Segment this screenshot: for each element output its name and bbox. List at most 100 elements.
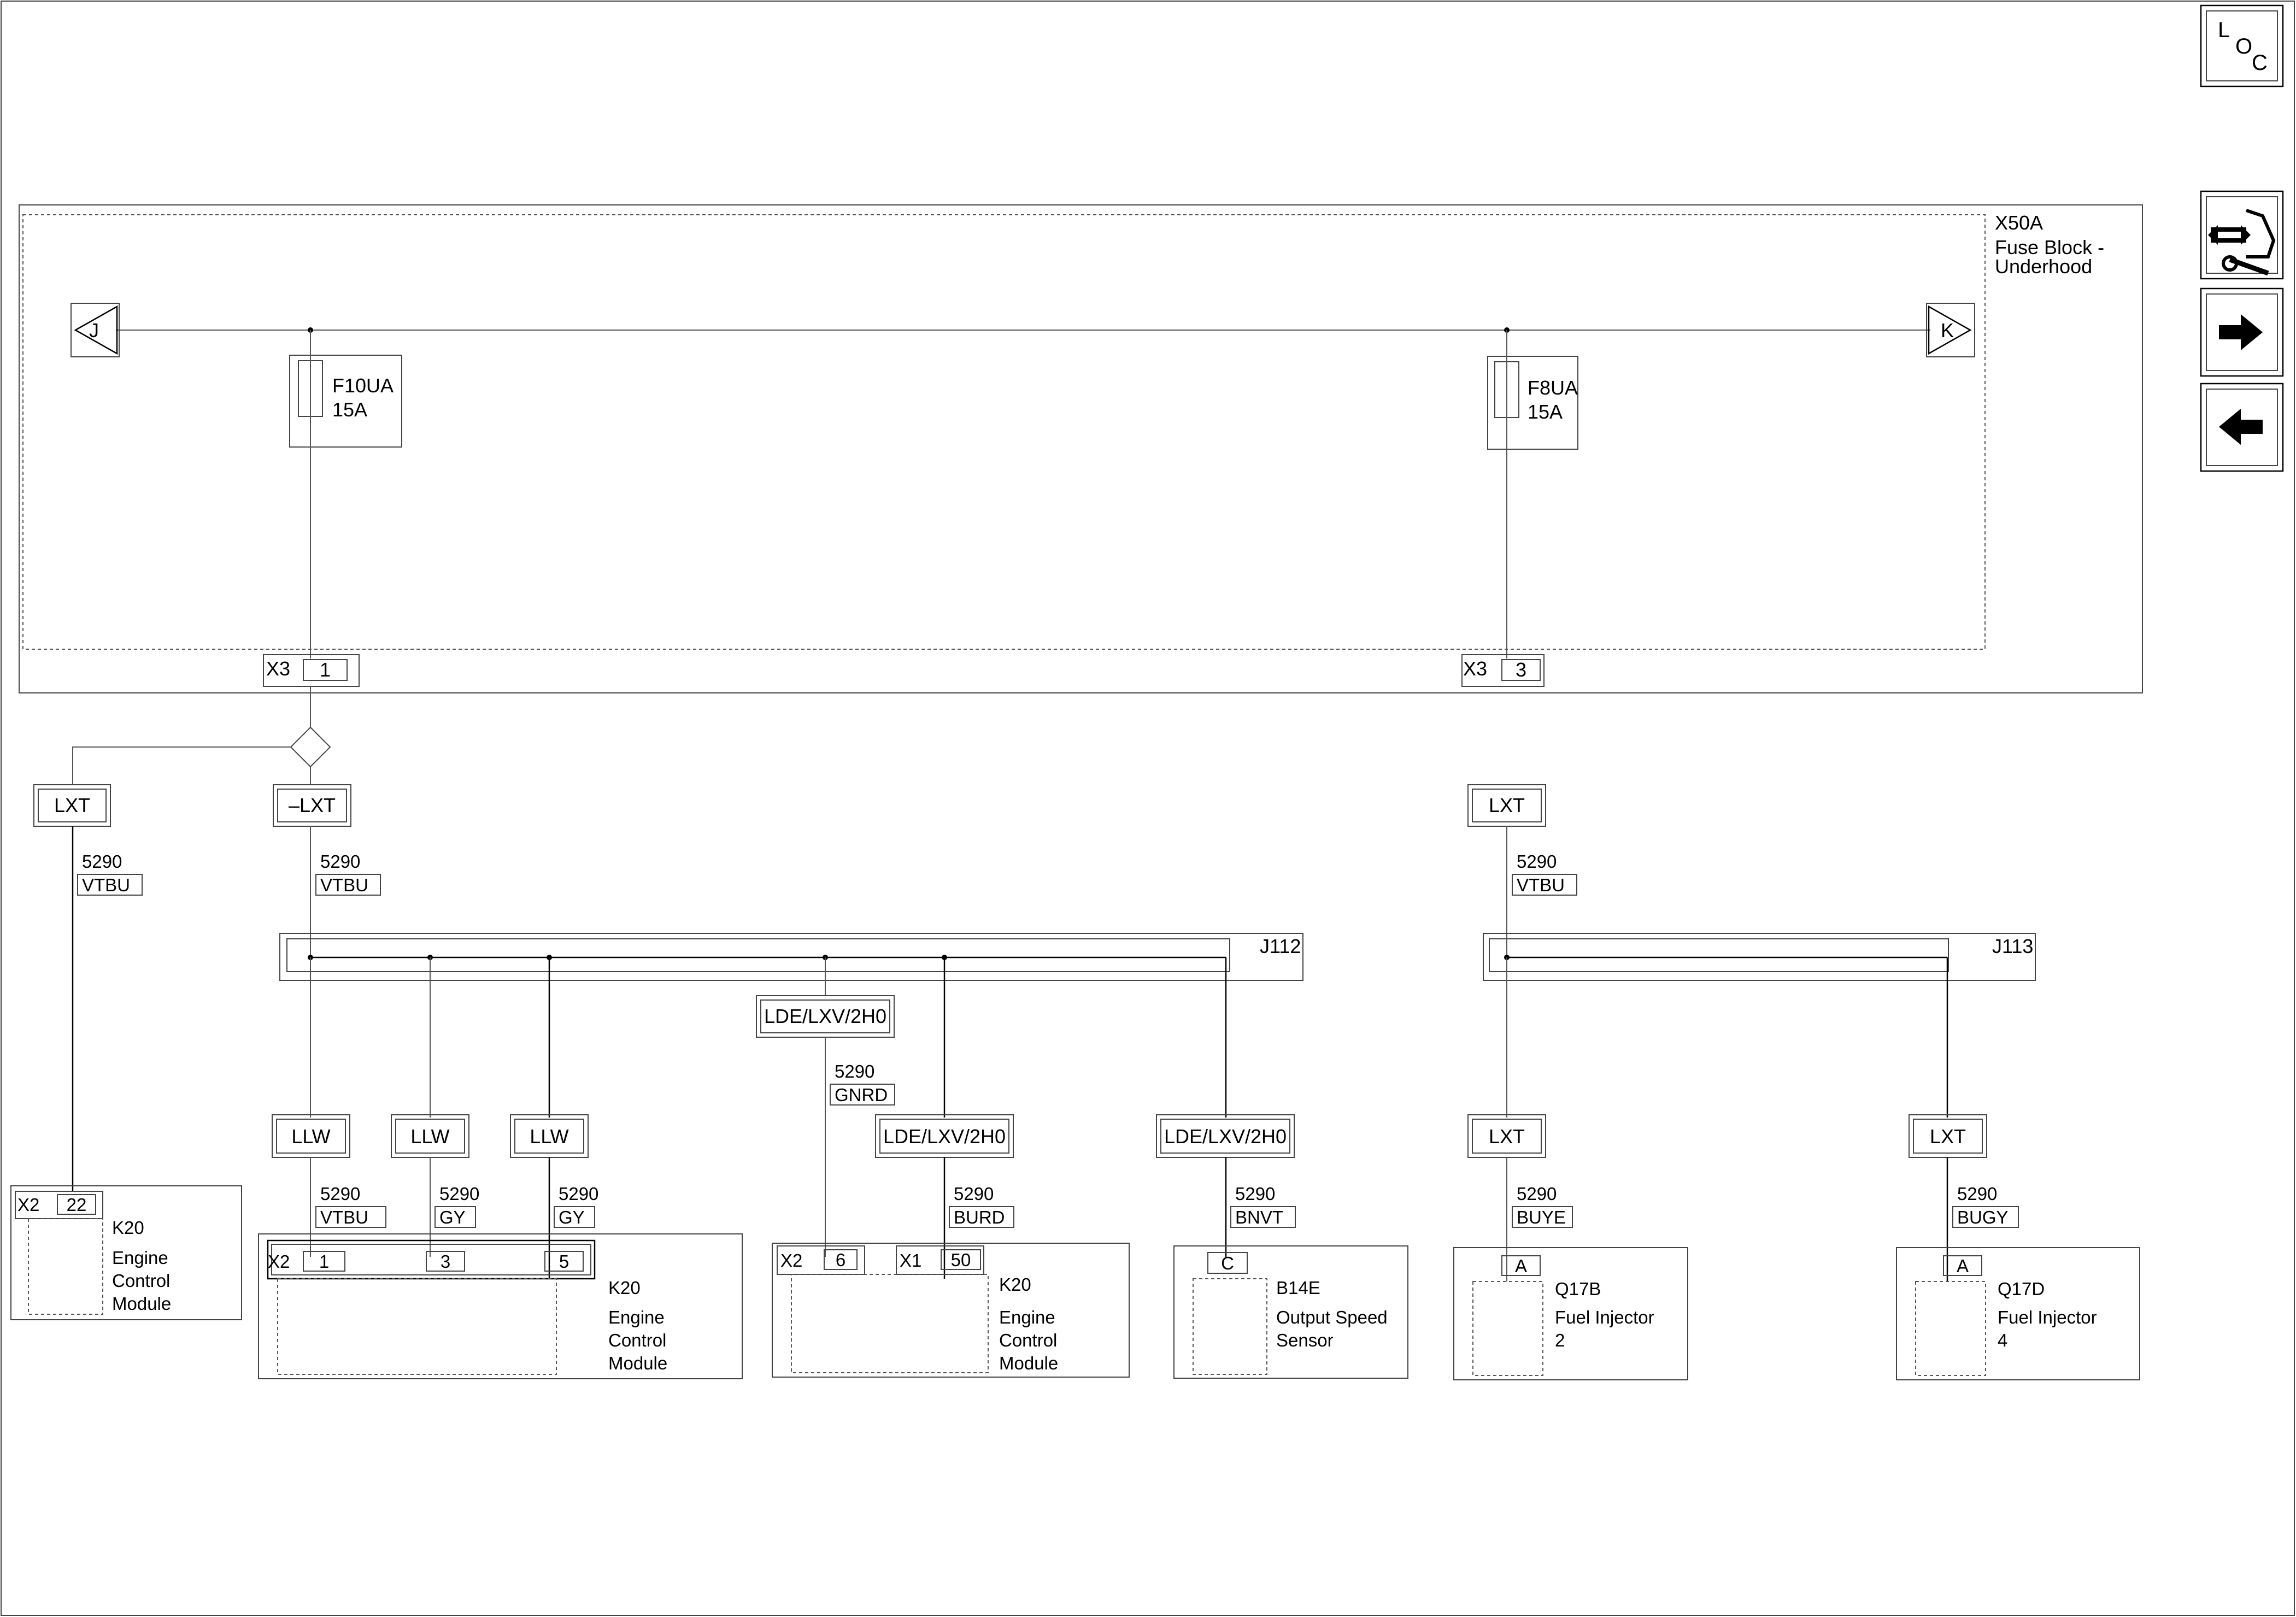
- option-label: LXT: [54, 794, 90, 816]
- option-llw-3: LLW: [510, 1114, 589, 1158]
- component-id: B14E: [1276, 1278, 1320, 1298]
- component-name-line1: Fuel Injector: [1998, 1307, 2097, 1327]
- component-q17b[interactable]: A Q17B Fuel Injector 2: [1453, 1247, 1688, 1380]
- loc-letter-o: O: [2235, 34, 2252, 58]
- pin-label: 50: [951, 1250, 971, 1270]
- component-b14e[interactable]: C B14E Output Speed Sensor: [1173, 1245, 1408, 1379]
- component-k20-b[interactable]: X2 1 3 5 K20 Engine Control Module: [258, 1233, 743, 1379]
- option-lxt-d: LXT: [1909, 1114, 1987, 1158]
- component-name-line1: Engine: [999, 1307, 1055, 1327]
- arrow-left-icon: [2219, 409, 2263, 445]
- connector-label: X2: [268, 1251, 290, 1272]
- component-name-line2: Control: [608, 1330, 666, 1350]
- component-name-line3: Module: [112, 1293, 171, 1314]
- fuse-block-x50a: X50A Fuse Block - Underhood J K F10UA 15…: [19, 204, 2143, 693]
- option-lde-1: LDE/LXV/2H0: [756, 995, 895, 1038]
- pin-label: 5: [559, 1251, 569, 1272]
- bus-ref-k-label: K: [1941, 319, 1954, 342]
- component-name-line2: 2: [1555, 1330, 1565, 1350]
- option-label: LDE/LXV/2H0: [1164, 1125, 1287, 1148]
- wire-color: BURD: [954, 1207, 1005, 1227]
- circuit-number: 5290: [82, 851, 122, 872]
- option-label: LXT: [1489, 1125, 1525, 1148]
- circuit-number: 5290: [320, 1184, 360, 1204]
- splice-j112: J112: [279, 933, 1303, 981]
- pin-label: 1: [320, 658, 331, 681]
- circuit-number: 5290: [1517, 851, 1557, 872]
- loc-button[interactable]: L O C: [2200, 4, 2284, 87]
- component-id: K20: [999, 1274, 1031, 1295]
- fuse-f8ua[interactable]: F8UA 15A: [1487, 356, 1578, 450]
- bus-ref-j-label: J: [89, 319, 99, 342]
- circuit-label-c8: 5290 BURD: [949, 1184, 1014, 1228]
- splice-id: J112: [1260, 935, 1301, 957]
- component-q17d[interactable]: A Q17D Fuel Injector 4: [1896, 1247, 2140, 1380]
- circuit-label-c6: 5290 GY: [434, 1184, 479, 1228]
- circuit-number: 5290: [559, 1184, 598, 1204]
- circuit-label-c5: 5290 VTBU: [315, 1184, 386, 1228]
- option-label: LDE/LXV/2H0: [764, 1005, 886, 1027]
- option-llw-2: LLW: [391, 1114, 469, 1158]
- component-name-line3: Module: [999, 1353, 1058, 1373]
- circuit-number: 5290: [954, 1184, 994, 1204]
- option-label: LDE/LXV/2H0: [883, 1125, 1006, 1148]
- pin-label: A: [1957, 1256, 1969, 1276]
- component-name-line1: Engine: [608, 1307, 665, 1327]
- component-name-line2: Control: [112, 1271, 170, 1291]
- option-llw-1: LLW: [272, 1114, 350, 1158]
- component-id: Q17D: [1998, 1279, 2045, 1299]
- component-id: K20: [608, 1278, 641, 1298]
- previous-page-button[interactable]: [2200, 383, 2284, 472]
- option-label: LXT: [1930, 1125, 1966, 1148]
- wire-color: VTBU: [320, 1207, 368, 1227]
- wire-color: GY: [439, 1207, 466, 1227]
- circuit-label-c7: 5290 GY: [554, 1184, 598, 1228]
- fuse-block-name-line1: Fuse Block -: [1995, 236, 2104, 258]
- circuit-label-c9: 5290 BNVT: [1230, 1184, 1296, 1228]
- option-label: –LXT: [289, 794, 336, 816]
- circuit-number: 5290: [1517, 1184, 1557, 1204]
- connector-x3-label: X3: [266, 657, 290, 680]
- option-label: LLW: [410, 1125, 449, 1148]
- connector-x3-label: X3: [1463, 657, 1487, 680]
- fuse-f10ua[interactable]: F10UA 15A: [289, 355, 402, 448]
- circuit-number: 5290: [1957, 1184, 1997, 1204]
- wire-color: GY: [559, 1207, 585, 1227]
- fuse-block-id: X50A: [1995, 211, 2043, 234]
- fuse-f8ua-id: F8UA: [1528, 377, 1578, 399]
- connector-view-button[interactable]: [2200, 190, 2284, 280]
- component-name-line3: Module: [608, 1353, 667, 1373]
- option-lxt-b: LXT: [1467, 784, 1546, 827]
- connector-x3-pin3[interactable]: X3 3: [1461, 654, 1545, 687]
- pin-label: A: [1515, 1256, 1527, 1276]
- connector-x3-pin1[interactable]: X3 1: [263, 654, 360, 687]
- connector-label: X1: [900, 1250, 921, 1271]
- pin-label: 3: [441, 1251, 450, 1272]
- option-label: LLW: [530, 1125, 568, 1148]
- component-k20-a[interactable]: X2 22 K20 Engine Control Module: [10, 1185, 242, 1320]
- circuit-label-c2: 5290 VTBU: [315, 851, 381, 896]
- next-page-button[interactable]: [2200, 287, 2284, 377]
- bus-ref-k[interactable]: K: [1926, 303, 1975, 357]
- bus-ref-j[interactable]: J: [71, 303, 120, 357]
- wire-color: VTBU: [320, 875, 368, 895]
- pin-label: C: [1221, 1253, 1234, 1273]
- pin-label: 3: [1516, 658, 1526, 681]
- circuit-label-c4: 5290 GNRD: [830, 1061, 895, 1106]
- pin-label: 22: [67, 1195, 87, 1215]
- arrow-right-icon: [2219, 314, 2263, 350]
- circuit-label-c11: 5290 BUGY: [1952, 1184, 2019, 1228]
- circuit-label-c1: 5290 VTBU: [77, 851, 143, 896]
- wire-color: BUYE: [1517, 1207, 1566, 1227]
- option-lde-2: LDE/LXV/2H0: [875, 1114, 1014, 1158]
- circuit-number: 5290: [1235, 1184, 1275, 1204]
- component-name-line2: 4: [1998, 1330, 2007, 1350]
- component-name-line1: Fuel Injector: [1555, 1307, 1654, 1327]
- wire-color: BUGY: [1957, 1207, 2009, 1227]
- component-k20-c[interactable]: X2 6 X1 50 K20 Engine Control Module: [772, 1243, 1130, 1378]
- connector-label: X2: [780, 1250, 802, 1271]
- splice-j113: J113: [1483, 933, 2036, 981]
- component-name-line2: Sensor: [1276, 1330, 1334, 1350]
